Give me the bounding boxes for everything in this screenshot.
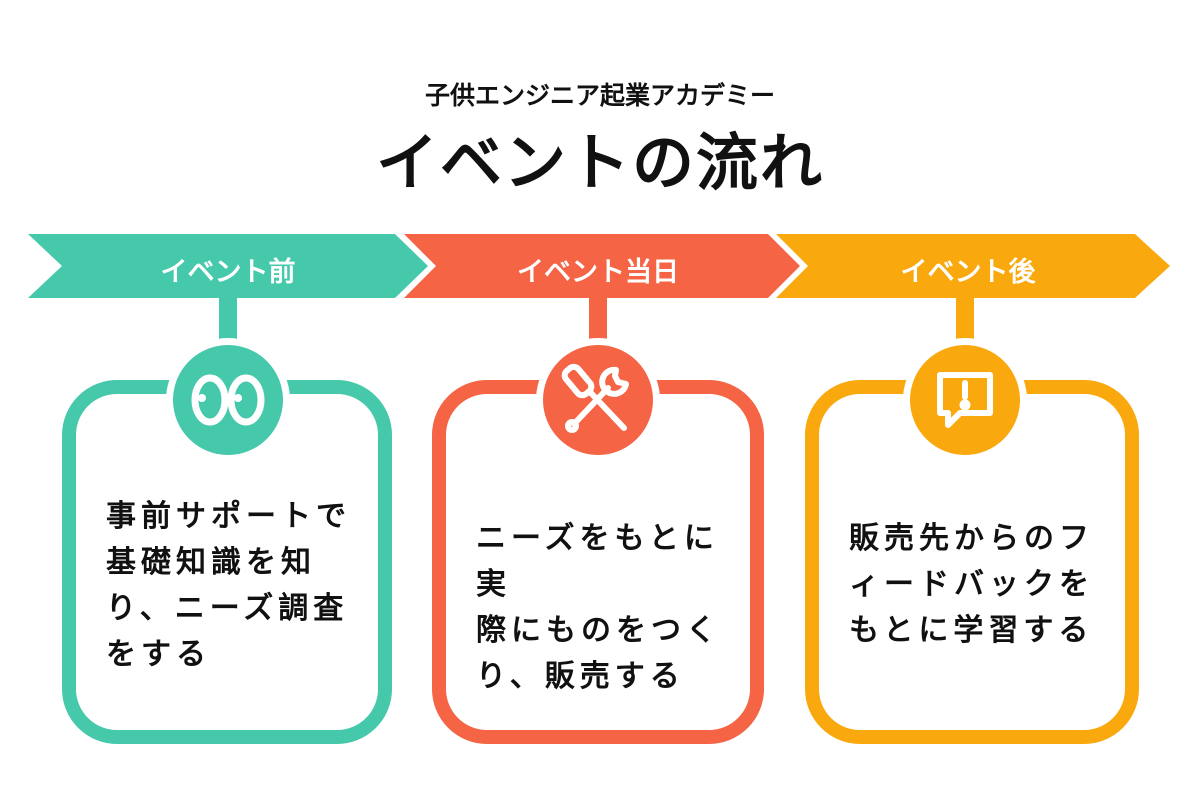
stage-card-before: 事前サポートで 基礎知識を知 り、ニーズ調査 をする xyxy=(62,380,392,744)
stage-label-after: イベント後 xyxy=(900,257,1036,288)
eyes-icon xyxy=(166,338,290,462)
stage-arrow-after xyxy=(776,234,1170,298)
stage-description: 販売先からのフ ィードバックを もとに学習する xyxy=(849,521,1094,648)
stage-label-day: イベント当日 xyxy=(517,257,679,288)
stage-description: 事前サポートで 基礎知識を知 り、ニーズ調査 をする xyxy=(106,499,351,672)
connector xyxy=(219,296,237,340)
chat-alert-icon xyxy=(903,338,1027,462)
page-title: イベントの流れ xyxy=(375,126,824,199)
stage-label-before: イベント前 xyxy=(160,257,296,288)
connector xyxy=(956,296,974,340)
stage-description: ニーズをもとに実 際にものをつく り、販売する xyxy=(476,521,721,694)
connector xyxy=(589,296,607,340)
subtitle: 子供エンジニア起業アカデミー xyxy=(424,81,775,110)
stage-card-day: ニーズをもとに実 際にものをつく り、販売する xyxy=(432,380,764,744)
tools-icon xyxy=(536,338,660,462)
stage-arrow-before xyxy=(28,234,428,298)
stage-arrow-day xyxy=(404,234,800,298)
